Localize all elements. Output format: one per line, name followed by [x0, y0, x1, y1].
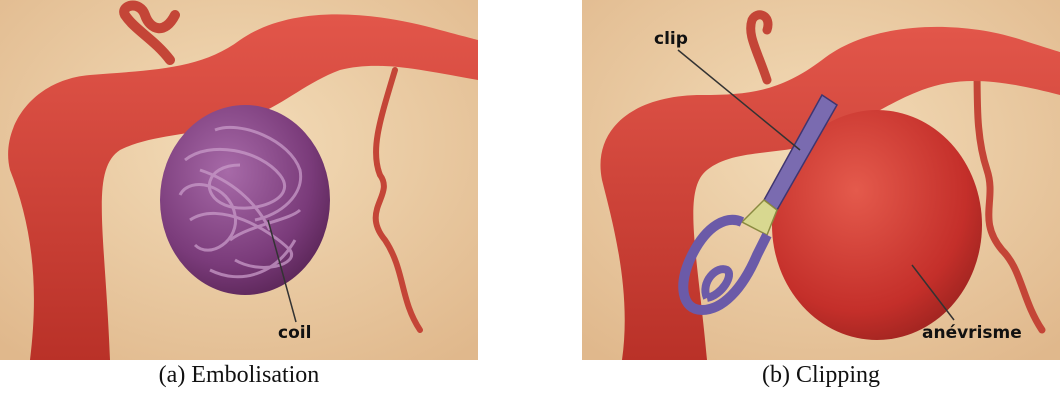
coil-label: coil	[278, 323, 311, 343]
caption-clipping: (b) Clipping	[582, 362, 1060, 389]
clip-label: clip	[654, 29, 688, 49]
figure-clipping: clip anévrisme (b) Clipping	[582, 0, 1060, 402]
coiled-aneurysm	[160, 105, 330, 295]
clipping-illustration: clip anévrisme	[582, 0, 1060, 360]
aneurysm-label: anévrisme	[922, 323, 1022, 343]
figure-embolisation: coil (a) Embolisation	[0, 0, 478, 402]
caption-embolisation: (a) Embolisation	[0, 362, 478, 389]
embolisation-illustration: coil	[0, 0, 478, 360]
